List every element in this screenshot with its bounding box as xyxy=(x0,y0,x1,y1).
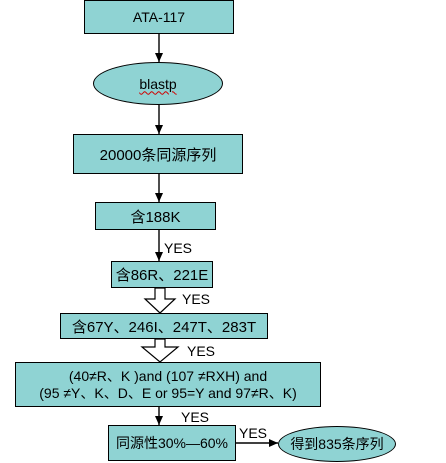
r86-label: 含86R、221E xyxy=(115,267,209,284)
condition-box: (40≠R、K )and (107 ≠RXH) and (95 ≠Y、K、D、E… xyxy=(15,362,321,407)
k188-label: 含188K xyxy=(130,208,181,226)
y67-box: 含67Y、246I、247T、283T xyxy=(60,313,268,339)
result-label: 得到835条序列 xyxy=(290,436,384,452)
y67-label: 含67Y、246I、247T、283T xyxy=(71,318,257,336)
homologs-box: 20000条同源序列 xyxy=(73,134,243,174)
yes-label-3: YES xyxy=(187,343,216,359)
condition-line-1: (40≠R、K )and (107 ≠RXH) and xyxy=(68,367,268,384)
block-arrow-67y-to-cond xyxy=(140,338,180,363)
ata-box: ATA-117 xyxy=(84,0,234,34)
homologs-label: 20000条同源序列 xyxy=(99,146,217,164)
yes-label-4: YES xyxy=(181,409,210,425)
block-arrow-86r-to-67y xyxy=(143,287,177,314)
r86-box: 含86R、221E xyxy=(111,261,213,288)
k188-box: 含188K xyxy=(95,202,216,230)
yes-label-1: YES xyxy=(164,240,193,256)
condition-line-2: (95 ≠Y、K、D、E or 95=Y and 97≠R、K) xyxy=(39,384,297,401)
result-ellipse: 得到835条序列 xyxy=(278,426,396,462)
blastp-ellipse: blastp xyxy=(93,62,223,105)
identity-label: 同源性30%—60% xyxy=(115,435,229,451)
identity-box: 同源性30%—60% xyxy=(108,425,236,461)
yes-label-5: YES xyxy=(239,425,268,441)
blastp-label: blastp xyxy=(139,75,177,92)
yes-label-2: YES xyxy=(182,291,211,307)
ata-label: ATA-117 xyxy=(132,9,186,25)
